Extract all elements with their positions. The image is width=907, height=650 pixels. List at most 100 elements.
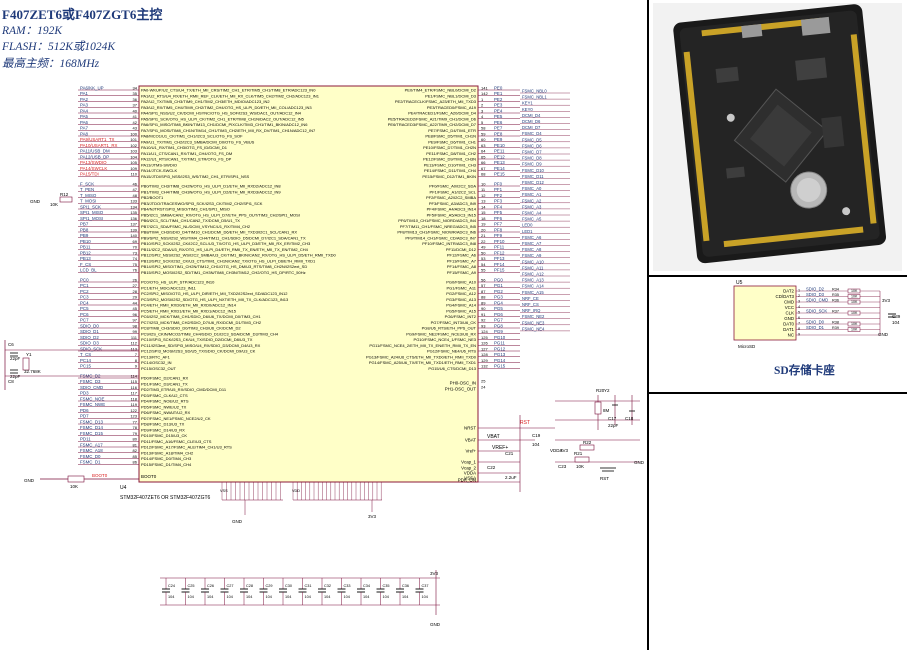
c-vbat: C19 [532, 433, 541, 438]
right-net-label: PG9 [494, 329, 503, 334]
right-net-label: PF7 [494, 222, 503, 227]
left-net-label: PA5 [80, 114, 89, 119]
left-pin-number: 115 [131, 379, 138, 384]
right-net-label: PG4 [494, 300, 503, 305]
osc-c-top-val: 22pF [10, 356, 21, 361]
left-pin-number: 74 [133, 256, 138, 261]
right-pin-number: 12 [481, 193, 486, 198]
sd-pin-name: NC [788, 333, 794, 338]
left-pin-number: 139 [130, 227, 137, 232]
right-net-label: PE4 [494, 108, 503, 113]
right-pin-number: 54 [481, 262, 486, 267]
left-net-label: PA8 [80, 131, 89, 136]
right-pin-number: 125 [481, 335, 488, 340]
left-net-label: PA9/USART1_TX [80, 137, 115, 142]
right-net-label: PG6 [494, 312, 503, 317]
sd-net-label: SDIO_D1 [806, 325, 825, 330]
left-pin-number: 26 [133, 277, 138, 282]
left-pin-signal: PB11/I2C2_SDA/U3_RX/OTG_HS_ULPI_D4/ETH_R… [141, 247, 309, 252]
left-net-label: PC14 [80, 358, 92, 363]
right-terminal-label: FSMC_NBL1 [522, 95, 547, 100]
left-net-label: FSMC_D13 [80, 419, 103, 424]
left-pin-number: 76 [133, 268, 138, 273]
decoupling-cap-ref: C27 [227, 584, 234, 588]
left-pin-number: 105 [130, 160, 137, 165]
left-pin-number: 98 [133, 323, 138, 328]
right-pin-signal: PF1/FSMC_A1/I2C2_SCL [430, 189, 477, 194]
decoupling-cap-ref: C37 [422, 584, 429, 588]
sd-3v3: 3V3 [882, 298, 891, 303]
left-net-label: PA14/SWCLK [80, 166, 107, 171]
power-pin-number: 25 [481, 378, 486, 383]
right-terminal-label: FSMC_A4 [522, 211, 542, 216]
right-pin-signal: PG0/FSMC_A10 [446, 280, 477, 285]
c-vbat-val: 104 [532, 442, 540, 447]
vdd-3v3: 3V3 [368, 514, 377, 519]
boot1-r-ref: R12 [60, 192, 69, 197]
left-pin-number: 85 [133, 454, 138, 459]
left-pin-number: 116 [131, 385, 138, 390]
right-terminal-label: FSMC_D8 [522, 156, 542, 161]
decoupling-cap-ref: C31 [305, 584, 312, 588]
left-net-label: PA4 [80, 108, 89, 113]
right-net-label: PF8 [494, 227, 503, 232]
left-net-label: PA15/TDI [80, 172, 99, 177]
left-net-label: T_PEN [80, 187, 94, 192]
left-pin-number: 77 [133, 419, 138, 424]
osc-c-bot-val: 22pF [10, 374, 21, 379]
left-pin-signal: PD2/TIM3_ETR/U5_RX/SDIO_CMD/DCMI_D11 [141, 387, 227, 392]
rst-gnd: GND [634, 460, 645, 465]
right-net-label: PG11 [494, 341, 505, 346]
left-pin-signal: PB3/JTDO/TRACESWO/SPI3_SCK/I2S3_CK/TIM2_… [141, 201, 263, 206]
right-pin-signal: PF7/TIM11_CH1/FSMC_NREG/ADC3_IN5 [400, 224, 477, 229]
left-pin-number: 46 [133, 181, 138, 186]
left-net-label: PC0 [80, 277, 89, 282]
right-pin-signal: PF13/FSMC_A7 [447, 258, 477, 263]
sd-resistor [847, 310, 861, 316]
left-net-label: F_SCK [80, 181, 94, 186]
left-pin-number: 70 [133, 245, 138, 250]
left-net-label: PC2 [80, 289, 89, 294]
left-net-label: SPI1_SCK [80, 204, 101, 209]
sd-net-label: SDIO_SCK [806, 309, 827, 314]
right-terminal-label: FSMC_D6 [522, 143, 542, 148]
c-vcap2: C22 [487, 465, 496, 470]
right-pin-signal: PE10/FSMC_D7/TIM1_CH2N [423, 145, 476, 150]
sd-resistor-value: 10K [851, 300, 858, 304]
right-pin-signal: PE2/TRACECLK/FSMC_A23/ETH_MII_TXD3 [395, 99, 477, 104]
left-pin-number: 81 [133, 442, 138, 447]
left-pin-number: 109 [130, 166, 137, 171]
left-net-label: FSMC_D1 [80, 460, 101, 465]
left-net-label: T_CS [80, 352, 91, 357]
header-flash: FLASH：512K或1024K [2, 41, 116, 53]
left-net-label: SDIO_D0 [80, 323, 99, 328]
c-vdda: C23 [558, 464, 567, 469]
right-pin-signal: PG3/FSMC_A13 [446, 297, 477, 302]
right-net-label: PF5 [494, 210, 503, 215]
vss-gnd: GND [232, 519, 243, 524]
right-pin-signal: PF5/FSMC_A5/ADC3_IN15 [427, 212, 477, 217]
right-pin-number: 126 [481, 341, 488, 346]
left-net-label: PA6/KK_UP [80, 85, 104, 90]
mcu-ref: U4 [120, 485, 127, 491]
left-net-label: FSMC_NOE [80, 396, 104, 401]
right-pin-signal: PG8/U6_RTS/ETH_PPS_OUT [422, 326, 477, 331]
left-pin-signal: PA0-WKUP/U2_CTS/U4_TX/ETH_MII_CRS/TIM2_C… [141, 88, 316, 93]
left-pin-signal: PA14/JTCK-SWCLK [141, 168, 177, 173]
left-pin-signal: PD0/FSMC_D2/CAN1_RX [141, 376, 188, 381]
right-terminal-label: FSMC_D4 [522, 131, 542, 136]
sd-resistor-value: 10K [851, 289, 858, 293]
left-pin-signal: PC2/SPI2_MISO/OTG_HS_ULPI_DIR/ETH_MII_TX… [141, 291, 288, 296]
decoupling-cap-value: 104 [168, 595, 174, 599]
decoupling-cap-ref: C25 [188, 584, 195, 588]
right-pin-number: 91 [481, 312, 486, 317]
sd-cap: C39 [892, 314, 901, 319]
right-terminal-label: DCMI_D6 [522, 119, 541, 124]
left-pin-signal: PC10/SPI3_SCK/I2S3_CK/U4_TX/SDIO_D2/DCMI… [141, 337, 253, 342]
right-pin-number: 4 [481, 114, 484, 119]
sd-pin-number: 6 [798, 316, 800, 320]
left-net-label: PB10 [80, 239, 91, 244]
left-net-label: PB9 [80, 233, 89, 238]
left-net-label: PA6 [80, 120, 89, 125]
left-pin-signal: PD13/FSMC_A18/TIM4_CH2 [141, 450, 194, 455]
